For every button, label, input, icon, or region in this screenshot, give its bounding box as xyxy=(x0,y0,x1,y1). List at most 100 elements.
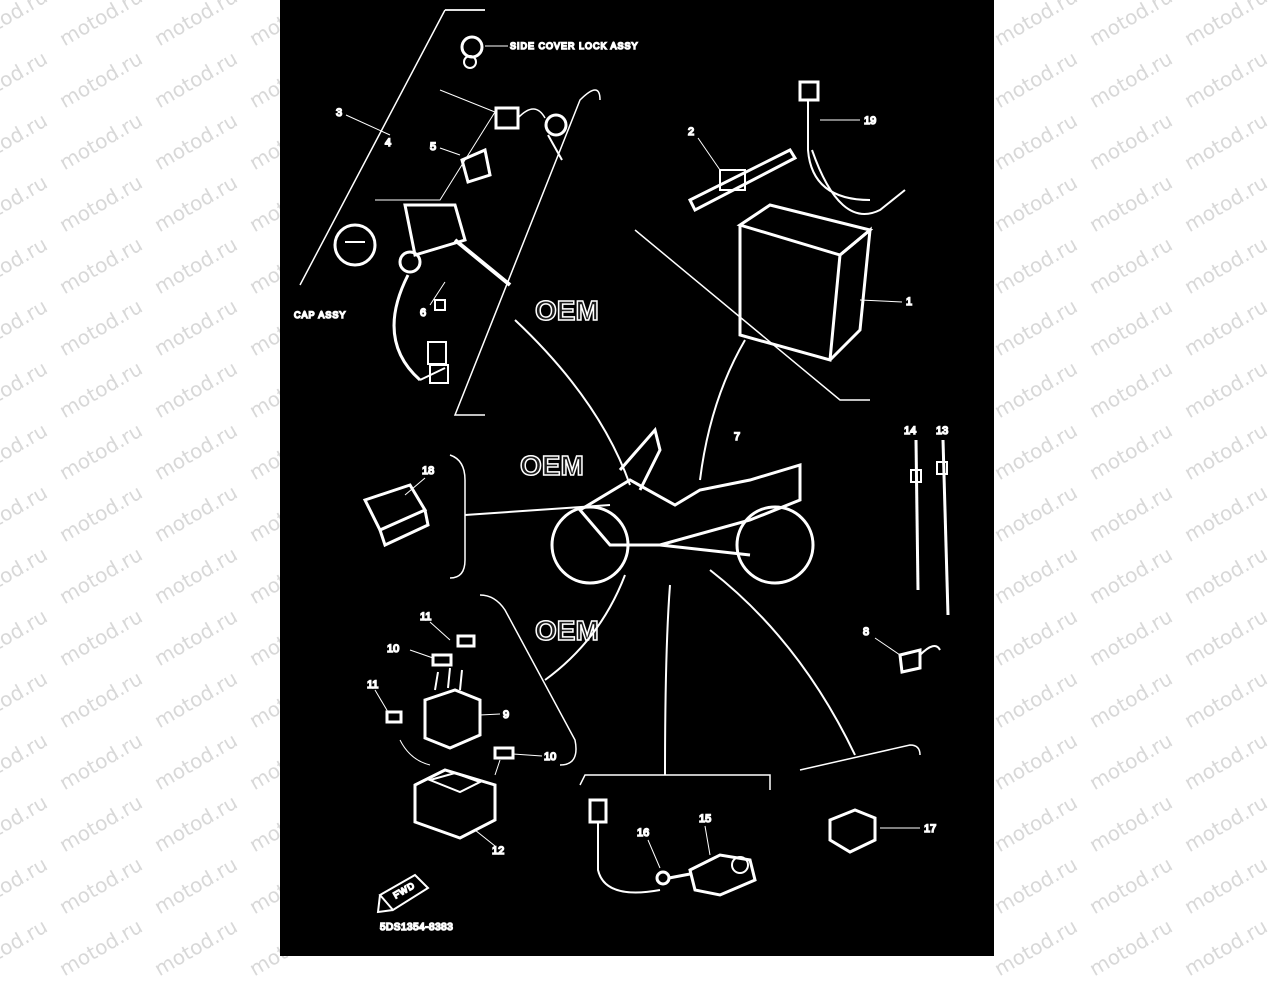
watermark-text: motod.ru xyxy=(1085,914,1177,981)
watermark-text: motod.ru xyxy=(1180,108,1272,175)
scooter-silhouette xyxy=(550,426,815,585)
callout-12: 12 xyxy=(492,845,504,857)
fuse-10b xyxy=(493,746,515,760)
watermark-text: motod.ru xyxy=(990,790,1082,857)
watermark-text: motod.ru xyxy=(55,480,147,547)
watermark-text: motod.ru xyxy=(990,0,1082,51)
watermark-text: motod.ru xyxy=(990,666,1082,733)
watermark-text: motod.ru xyxy=(0,356,52,423)
screw xyxy=(434,299,446,311)
watermark-text: motod.ru xyxy=(150,418,242,485)
watermark-text: motod.ru xyxy=(1180,170,1272,237)
callout-4: 4 xyxy=(385,137,391,149)
callout-13: 13 xyxy=(936,425,948,437)
callout-9: 9 xyxy=(503,709,509,721)
watermark-text: motod.ru xyxy=(1180,294,1272,361)
side-cover-lock-label: SIDE COVER LOCK ASSY xyxy=(510,41,639,51)
watermark-text: motod.ru xyxy=(1085,108,1177,175)
watermark-text: motod.ru xyxy=(990,294,1082,361)
callout-14: 14 xyxy=(904,425,916,437)
battery-lead xyxy=(798,80,906,215)
watermark-text: motod.ru xyxy=(1085,666,1177,733)
bands-group: 14 13 8 xyxy=(862,424,950,674)
watermark-text: motod.ru xyxy=(55,356,147,423)
watermark-text: motod.ru xyxy=(990,542,1082,609)
relay-18 xyxy=(362,483,430,548)
callout-11a: 11 xyxy=(420,611,431,623)
callout-3: 3 xyxy=(336,107,342,119)
oem-watermark: OEM xyxy=(520,450,584,481)
watermark-text: motod.ru xyxy=(1180,0,1272,51)
watermark-text: motod.ru xyxy=(55,728,147,795)
watermark-text: motod.ru xyxy=(55,852,147,919)
sidestand-switch-15 xyxy=(688,853,757,897)
fwd-arrow xyxy=(376,873,430,914)
watermark-text: motod.ru xyxy=(1180,790,1272,857)
parts-diagram-panel: OEM OEM OEM SIDE COVER LOCK ASSY xyxy=(280,0,994,956)
callout-18: 18 xyxy=(422,465,434,477)
watermark-text: motod.ru xyxy=(1085,790,1177,857)
coupler xyxy=(588,798,661,894)
watermark-text: motod.ru xyxy=(0,232,52,299)
callout-2: 2 xyxy=(688,126,694,138)
fuse-11a xyxy=(456,634,476,648)
watermark-text: motod.ru xyxy=(1085,728,1177,795)
oem-watermark: OEM xyxy=(535,295,599,326)
callout-19: 19 xyxy=(864,115,876,127)
watermark-text: motod.ru xyxy=(1180,356,1272,423)
watermark-text: motod.ru xyxy=(0,790,52,857)
watermark-text: motod.ru xyxy=(55,418,147,485)
watermark-text: motod.ru xyxy=(150,480,242,547)
watermark-text: motod.ru xyxy=(150,356,242,423)
watermark-text: motod.ru xyxy=(0,0,52,51)
watermark-text: motod.ru xyxy=(0,542,52,609)
watermark-text: motod.ru xyxy=(0,294,52,361)
watermark-text: motod.ru xyxy=(0,852,52,919)
watermark-text: motod.ru xyxy=(55,666,147,733)
watermark-text: motod.ru xyxy=(55,542,147,609)
fuse-10a xyxy=(431,653,453,667)
watermark-text: motod.ru xyxy=(990,728,1082,795)
watermark-text: motod.ru xyxy=(55,294,147,361)
panel-outline xyxy=(479,594,577,766)
watermark-text: motod.ru xyxy=(55,46,147,113)
callout-17: 17 xyxy=(924,823,936,835)
watermark-text: motod.ru xyxy=(55,604,147,671)
watermark-text: motod.ru xyxy=(1085,356,1177,423)
bolt-16 xyxy=(655,870,691,886)
watermark-text: motod.ru xyxy=(990,232,1082,299)
watermark-text: motod.ru xyxy=(990,852,1082,919)
callout-15: 15 xyxy=(699,813,711,825)
watermark-text: motod.ru xyxy=(1085,46,1177,113)
watermark-text: motod.ru xyxy=(1085,294,1177,361)
watermark-text: motod.ru xyxy=(0,108,52,175)
starter-relay-9 xyxy=(423,667,482,750)
watermark-text: motod.ru xyxy=(990,356,1082,423)
watermark-text: motod.ru xyxy=(990,170,1082,237)
panel-outline xyxy=(453,89,601,416)
watermark-text: motod.ru xyxy=(0,480,52,547)
watermark-text: motod.ru xyxy=(1180,852,1272,919)
watermark-text: motod.ru xyxy=(1085,480,1177,547)
watermark-text: motod.ru xyxy=(1085,170,1177,237)
callout-8: 8 xyxy=(863,626,869,638)
watermark-text: motod.ru xyxy=(1085,0,1177,51)
watermark-text: motod.ru xyxy=(55,232,147,299)
watermark-text: motod.ru xyxy=(150,108,242,175)
callout-10a: 10 xyxy=(387,643,399,655)
watermark-text: motod.ru xyxy=(1085,418,1177,485)
watermark-text: motod.ru xyxy=(150,914,242,981)
watermark-text: motod.ru xyxy=(1180,604,1272,671)
watermark-text: motod.ru xyxy=(1180,666,1272,733)
side-cover-lock xyxy=(460,35,508,69)
callout-10b: 10 xyxy=(544,751,556,763)
watermark-text: motod.ru xyxy=(55,914,147,981)
watermark-text: motod.ru xyxy=(55,170,147,237)
watermark-text: motod.ru xyxy=(150,852,242,919)
relay-cover-12 xyxy=(413,768,497,840)
watermark-text: motod.ru xyxy=(0,46,52,113)
battery-group: 2 19 1 xyxy=(634,80,913,401)
main-switch xyxy=(375,89,568,384)
panel-outline xyxy=(449,454,466,579)
watermark-text: motod.ru xyxy=(150,728,242,795)
